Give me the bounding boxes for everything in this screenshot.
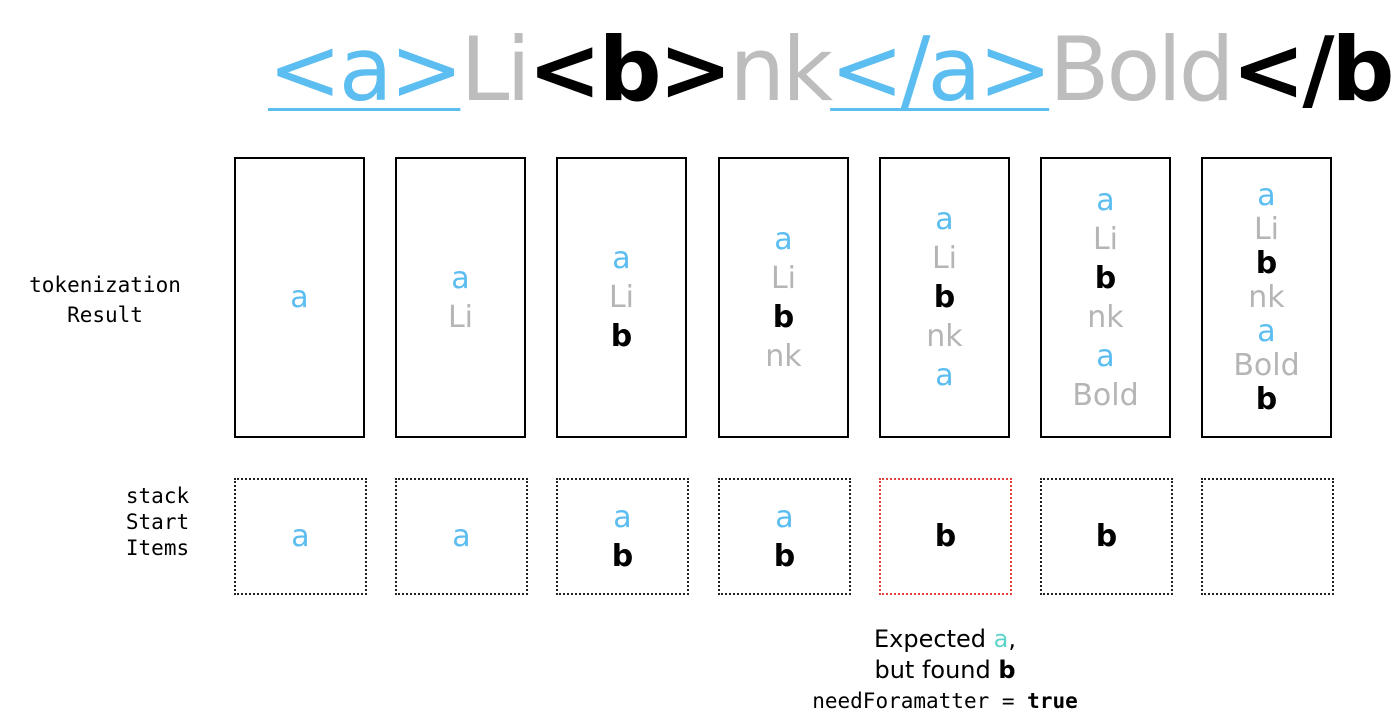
token: b	[933, 280, 956, 315]
stack-item: a	[452, 519, 471, 554]
token: b	[772, 299, 795, 335]
stack-item: b	[934, 519, 957, 554]
found-token: b	[998, 656, 1016, 684]
headline-token: nk	[729, 18, 833, 121]
token: nk	[1248, 279, 1285, 315]
expected-token: a	[993, 625, 1009, 653]
headline-token: <a>	[268, 18, 463, 121]
note-text: but found	[874, 656, 999, 684]
stack-start-items-label: stack Start Items	[110, 483, 205, 561]
note-line-flag: needForamatter = true	[760, 686, 1130, 717]
token: Li	[1253, 211, 1280, 247]
label-line: Start	[125, 510, 190, 534]
token: b	[610, 319, 633, 354]
tokenization-result-label: tokenization Result	[0, 270, 210, 330]
label-line: Result	[67, 303, 143, 327]
stack-column: b	[1040, 478, 1173, 595]
token: Li	[1092, 221, 1119, 257]
flag-name: needForamatter =	[812, 689, 1028, 713]
flag-value: true	[1027, 689, 1078, 713]
stack-item: b	[773, 538, 796, 574]
token: nk	[765, 338, 802, 374]
token: a	[1096, 338, 1115, 374]
stack-item: b	[611, 538, 634, 574]
token: nk	[1087, 299, 1124, 335]
stack-column: a	[395, 478, 528, 595]
note-text: ,	[1008, 625, 1016, 653]
token: b	[1094, 260, 1117, 296]
token: Li	[447, 299, 474, 335]
stack-item: a	[775, 499, 794, 535]
note-line-expected: Expected a,	[760, 624, 1130, 655]
label-line: tokenization	[29, 273, 181, 297]
token: a	[935, 202, 954, 237]
error-note: Expected a, but found b needForamatter =…	[760, 624, 1130, 717]
token: b	[1255, 381, 1278, 417]
stack-column	[1201, 478, 1334, 595]
headline-token: Bold	[1049, 18, 1235, 121]
token: Li	[931, 241, 958, 276]
token: a	[1257, 313, 1276, 349]
token: Bold	[1072, 377, 1139, 413]
token: Li	[770, 260, 797, 296]
token: a	[1257, 177, 1276, 213]
headline-token: </a>	[830, 18, 1052, 121]
token: nk	[926, 319, 963, 354]
tokenization-column: a	[234, 157, 365, 438]
label-line: Items	[125, 536, 190, 560]
token: Bold	[1233, 347, 1300, 383]
token: a	[935, 358, 954, 393]
headline: <a>Li<b>nk</a>Bold</b>	[268, 20, 1400, 120]
token: Li	[608, 280, 635, 315]
token: a	[774, 221, 793, 257]
token: b	[1255, 245, 1278, 281]
token: a	[290, 280, 309, 315]
label-line: stack	[125, 484, 190, 508]
token: a	[451, 260, 470, 296]
note-text: Expected	[874, 625, 994, 653]
stack-item: b	[1095, 519, 1118, 554]
stack-item: a	[613, 499, 632, 535]
headline-token: </b>	[1231, 18, 1400, 121]
token: a	[612, 241, 631, 276]
note-line-found: but found b	[760, 655, 1130, 686]
stack-column-error: b	[879, 478, 1012, 595]
headline-token: Li	[460, 18, 531, 121]
token: a	[1096, 182, 1115, 218]
headline-token: <b>	[527, 18, 732, 121]
stack-column: a	[234, 478, 367, 595]
stack-item: a	[291, 519, 310, 554]
